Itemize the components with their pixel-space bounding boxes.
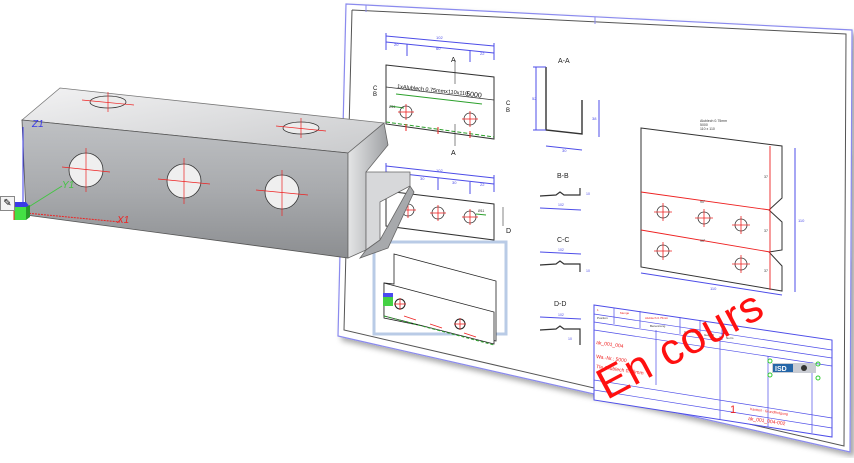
drawing-number: ak_001_004-002 bbox=[748, 416, 786, 427]
dim-label: 20 bbox=[394, 42, 399, 47]
material-number: Wa.-Nr.: 5000 bbox=[596, 354, 627, 364]
tb-cell: Alublech 0.75mm bbox=[645, 316, 669, 320]
tb-cell: Norm bbox=[726, 336, 734, 340]
dim-label: 102 bbox=[436, 35, 443, 40]
section-title: C-C bbox=[557, 237, 569, 244]
section-marker: C bbox=[506, 101, 511, 107]
dim-label: 10 bbox=[586, 269, 590, 273]
drawing-main-view[interactable]: 102 20 60 22 1xAlublech 0.75mmx110x110 5… bbox=[373, 33, 511, 157]
side-label: 37 bbox=[764, 229, 768, 233]
section-d-d[interactable]: D-D 102 10 bbox=[539, 301, 582, 345]
tb-cell: Menge bbox=[620, 311, 630, 315]
dim-label: 110 bbox=[710, 286, 717, 291]
axis-x-label: X1 bbox=[116, 215, 129, 226]
drawing-second-view[interactable]: 102 20 30 30 22 Ø11 D bbox=[385, 163, 511, 241]
hole-dia-label: Ø11 bbox=[478, 209, 484, 213]
section-marker: A bbox=[451, 150, 456, 157]
section-title: B-B bbox=[557, 173, 569, 180]
side-label: 37 bbox=[764, 269, 768, 273]
side-label: 37 bbox=[764, 175, 768, 179]
bend-label: 90° bbox=[700, 239, 706, 243]
dim-label: 10 bbox=[586, 192, 590, 196]
dim-label: 110 bbox=[798, 218, 805, 223]
section-title: A-A bbox=[558, 58, 570, 65]
axis-z-label: Z1 bbox=[31, 119, 44, 130]
dim-label: 38 bbox=[592, 116, 597, 121]
part-number: ak_001_004 bbox=[596, 340, 624, 350]
pencil-icon[interactable]: ✎ bbox=[0, 196, 15, 211]
coordinate-axes: Z1 Y1 X1 bbox=[13, 119, 129, 226]
section-a-a[interactable]: A-A 52 38 30 bbox=[532, 58, 600, 153]
hole-dia-label: Ø11 bbox=[389, 105, 395, 109]
tb-cell: Benennung bbox=[650, 324, 666, 328]
section-marker: B bbox=[373, 92, 377, 98]
dim-label: 60 bbox=[436, 46, 441, 51]
section-title: D-D bbox=[554, 301, 566, 308]
tb-cell: 1 bbox=[597, 308, 599, 312]
dim-label: 102 bbox=[558, 313, 564, 317]
flat-note: 5000 bbox=[700, 123, 708, 127]
dim-label: 52 bbox=[532, 96, 537, 101]
section-marker: B bbox=[506, 108, 510, 114]
company-logo: ISD bbox=[772, 363, 816, 373]
axis-y-label: Y1 bbox=[62, 180, 74, 191]
sheet-number: 1 bbox=[730, 404, 736, 416]
section-c-c[interactable]: C-C 102 10 bbox=[539, 237, 590, 273]
dim-label: 102 bbox=[436, 168, 443, 173]
3d-model-view[interactable] bbox=[21, 87, 415, 259]
tb-cell: Gezeichnet bbox=[684, 330, 699, 334]
section-marker: C bbox=[373, 86, 378, 92]
section-b-b[interactable]: B-B 102 10 bbox=[539, 173, 590, 211]
section-marker: D bbox=[506, 228, 511, 235]
dim-label: 30 bbox=[562, 148, 567, 153]
title-block[interactable]: 1 Menge Position Alublech 0.75mm Benennu… bbox=[593, 304, 833, 438]
dim-label: 30 bbox=[452, 180, 457, 185]
flat-note: 110 x 110 bbox=[700, 127, 715, 131]
drawing-iso-preview[interactable] bbox=[372, 240, 508, 346]
dim-label: 102 bbox=[558, 203, 564, 207]
dim-label: 22 bbox=[480, 182, 485, 187]
dim-label: 10 bbox=[568, 337, 572, 341]
tb-cell: Position bbox=[597, 316, 608, 320]
tb-cell: Geprüft bbox=[704, 333, 714, 337]
axis-origin-cube[interactable] bbox=[13, 202, 30, 220]
flat-note: Alublech 0.75mm bbox=[700, 119, 727, 123]
dim-label: 102 bbox=[558, 248, 564, 252]
flat-pattern-view[interactable]: Alublech 0.75mm 5000 110 x 110 90° 90° 3… bbox=[640, 119, 805, 296]
section-marker: A bbox=[451, 57, 456, 64]
bend-label: 90° bbox=[700, 200, 706, 204]
plate-value: 5000 bbox=[466, 91, 482, 100]
dim-label: 30 bbox=[420, 176, 425, 181]
dim-label: 22 bbox=[480, 51, 485, 56]
description: Kantteil - Grundfertigung bbox=[750, 407, 788, 416]
logo-text: ISD bbox=[775, 366, 787, 373]
